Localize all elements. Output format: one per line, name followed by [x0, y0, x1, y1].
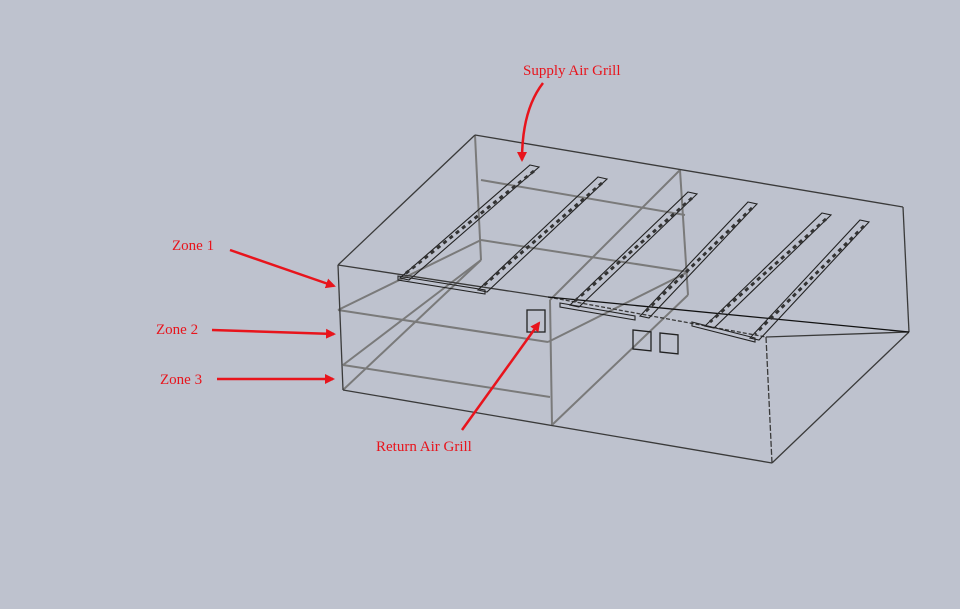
- annotations: [211, 82, 544, 431]
- supply-arrow: [517, 82, 544, 162]
- room-outline: [337, 134, 910, 464]
- grill-slots: [574, 196, 693, 303]
- zone2-arrow: [211, 328, 336, 339]
- supply-grill: [568, 191, 699, 308]
- supply-grill: [398, 164, 541, 281]
- supply-grill: [476, 176, 609, 293]
- grill-slots: [482, 181, 603, 288]
- grill-slots: [709, 217, 827, 324]
- zone-1-label: Zone 1: [172, 238, 214, 254]
- grill-base-plate: [397, 275, 486, 295]
- grill-slots: [404, 169, 535, 276]
- return-grill: [632, 329, 652, 352]
- return-air-grill-label: Return Air Grill: [376, 439, 472, 455]
- zone1-arrow: [229, 248, 336, 289]
- grill-slots: [753, 224, 866, 336]
- return-arrow: [460, 321, 541, 431]
- zone-2-label: Zone 2: [156, 322, 198, 338]
- zone-3-label: Zone 3: [160, 372, 202, 388]
- grill-base-plate: [559, 302, 636, 321]
- grill-base-plate: [691, 321, 756, 343]
- supply-air-grill-label: Supply Air Grill: [523, 63, 621, 79]
- grill-slots: [643, 206, 754, 314]
- return-grill: [659, 332, 679, 355]
- supply-air-grills: [397, 164, 871, 343]
- partition-lines: [337, 134, 689, 426]
- supply-grill: [638, 201, 759, 319]
- supply-grill: [748, 219, 871, 341]
